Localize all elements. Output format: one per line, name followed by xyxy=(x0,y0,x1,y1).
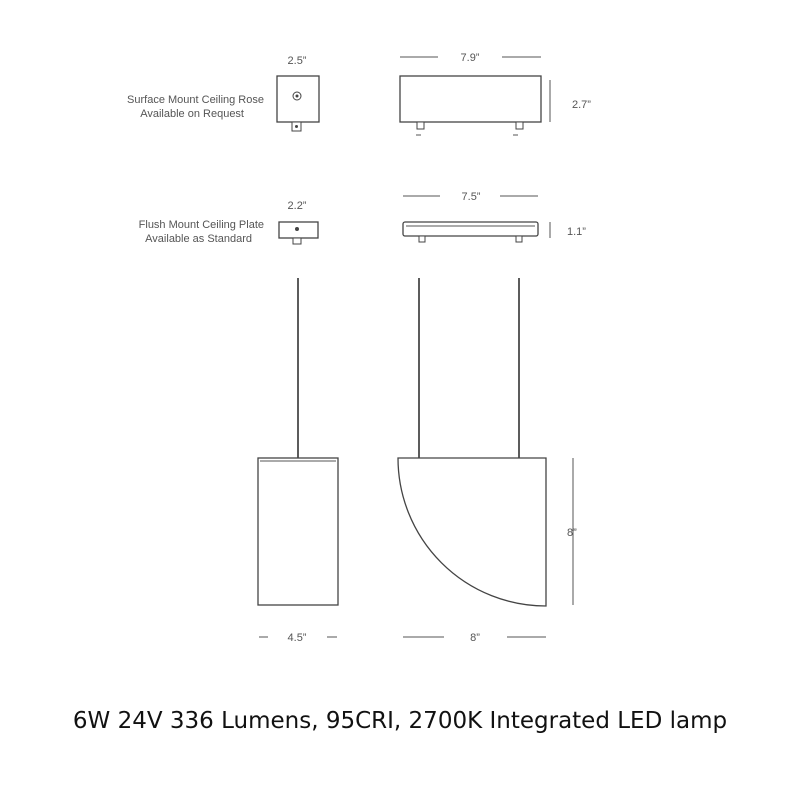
rose-front-view xyxy=(276,75,320,123)
ceiling-rose-group: Surface Mount Ceiling Rose Available on … xyxy=(127,52,591,136)
rose-screw-center xyxy=(295,94,299,98)
rose-height-label: 2.7” xyxy=(572,99,591,111)
pendant-front-group: 4.5” xyxy=(257,278,339,644)
rose-side-tab-right xyxy=(515,121,524,130)
rose-note-line1: Surface Mount Ceiling Rose xyxy=(127,94,264,106)
rose-side-tab-left xyxy=(416,121,425,130)
pendant-front-view xyxy=(257,457,339,606)
rose-width-label: 2.5” xyxy=(288,55,307,67)
rose-side-view xyxy=(399,75,542,123)
lamp-spec-caption: 6W 24V 336 Lumens, 95CRI, 2700K Integrat… xyxy=(72,708,728,734)
ceiling-plate-group: Flush Mount Ceiling Plate Available as S… xyxy=(139,191,587,245)
pendant-front-width-label: 4.5” xyxy=(288,632,307,644)
rose-mount-tab-dot xyxy=(295,125,298,128)
plate-note-line1: Flush Mount Ceiling Plate xyxy=(139,219,264,231)
plate-side-view xyxy=(402,221,539,237)
pendant-side-group: 8” 8” xyxy=(397,278,577,644)
pendant-side-view xyxy=(397,457,547,607)
pendant-side-width-label: 8” xyxy=(470,632,480,644)
plate-screw-icon xyxy=(295,227,299,231)
plate-note-line2: Available as Standard xyxy=(145,233,252,245)
rose-note-line2: Available on Request xyxy=(140,108,244,120)
plate-mount-tab xyxy=(292,237,302,245)
plate-width-label: 2.2” xyxy=(288,200,307,212)
plate-side-tab-right xyxy=(515,235,523,243)
rose-screw-icon xyxy=(292,91,302,101)
plate-side-tab-left xyxy=(418,235,426,243)
pendant-height-label: 8” xyxy=(567,527,577,539)
plate-length-label: 7.5” xyxy=(462,191,481,203)
rose-length-label: 7.9” xyxy=(461,52,480,64)
plate-height-label: 1.1” xyxy=(567,226,586,238)
